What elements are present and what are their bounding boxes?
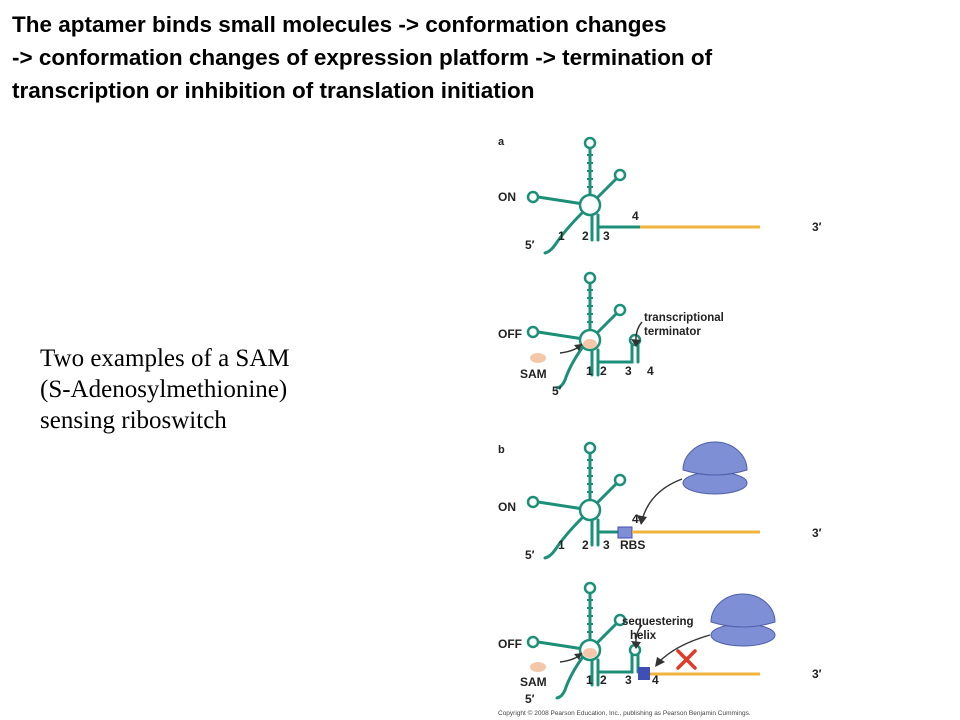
panel-b-on: b ON 5′ 3′ 1 2 3 4 RBS	[498, 441, 822, 562]
rna-strand	[543, 211, 584, 255]
heading-line-3: transcription or inhibition of translati…	[12, 78, 535, 103]
segment-3-label: 3	[625, 673, 632, 687]
three-prime-label: 3′	[812, 220, 822, 234]
heading-line-2: -> conformation changes of expression pl…	[12, 45, 713, 70]
segment-4-label: 4	[632, 512, 639, 526]
rna-loop	[526, 635, 540, 649]
segment-2-label: 2	[582, 538, 589, 552]
rna-loop	[583, 581, 597, 595]
sam-molecule-bound	[583, 648, 597, 658]
caption-line-2: (S-Adenosylmethionine)	[40, 376, 288, 403]
heading-line-1: The aptamer binds small molecules -> con…	[12, 12, 667, 37]
rna-loop	[578, 498, 602, 522]
rna-loop	[613, 613, 627, 627]
aptamer	[526, 441, 627, 560]
aptamer	[526, 136, 652, 255]
caption-line-1: Two examples of a SAM	[40, 345, 290, 372]
base-pairs	[587, 289, 593, 323]
panel-label-a: a	[498, 136, 505, 148]
ribosome	[682, 441, 748, 495]
state-label-on: ON	[498, 500, 516, 514]
segment-2-label: 2	[600, 364, 607, 378]
sam-molecule-free	[530, 662, 546, 672]
segment-3-label: 3	[603, 538, 610, 552]
sam-label: SAM	[520, 675, 547, 689]
riboswitch-figure: a ON 5′ 3′ 1 2 3 4	[498, 136, 822, 717]
copyright-notice: Copyright © 2008 Pearson Education, Inc.…	[498, 709, 751, 717]
five-prime-label: 5′	[525, 692, 535, 706]
segment-1-label: 1	[558, 229, 565, 243]
segment-1-label: 1	[586, 673, 593, 687]
five-prime-label: 5′	[525, 238, 535, 252]
rna-loop	[613, 303, 627, 317]
segment-3-label: 3	[603, 229, 610, 243]
segment-4-label: 4	[647, 364, 654, 378]
sam-label: SAM	[520, 367, 547, 381]
caption: Two examples of a SAM (S-Adenosylmethion…	[40, 343, 290, 436]
sequestering-label-line-1: sequestering	[622, 616, 694, 628]
terminator-label-line-2: terminator	[644, 326, 701, 338]
panel-label-b: b	[498, 444, 505, 456]
rna-loop	[526, 495, 540, 509]
state-label-on: ON	[498, 190, 516, 204]
ribosome	[710, 593, 776, 647]
rbs-box-sequestered	[638, 667, 650, 680]
base-pairs	[587, 154, 593, 188]
caption-line-3: sensing riboswitch	[40, 407, 227, 434]
rna-loop	[583, 271, 597, 285]
panel-a-on: a ON 5′ 3′ 1 2 3 4	[498, 136, 822, 255]
panel-a-off: OFF SAM 5′ 1 2 3 4 transcriptional termi…	[498, 271, 724, 398]
heading: The aptamer binds small molecules -> con…	[12, 8, 952, 107]
five-prime-label: 5′	[552, 384, 562, 398]
three-prime-label: 3′	[812, 526, 822, 540]
rna-strand	[555, 346, 584, 390]
state-label-off: OFF	[498, 327, 522, 341]
rbs-box	[617, 526, 633, 539]
state-label-off: OFF	[498, 637, 522, 651]
rna-loop	[613, 473, 627, 487]
rna-loop	[583, 441, 597, 455]
segment-4-label: 4	[632, 209, 639, 223]
rna-loop	[613, 168, 627, 182]
base-pairs	[587, 599, 593, 633]
rna-loop	[526, 190, 540, 204]
rna-loop	[526, 325, 540, 339]
segment-2-label: 2	[600, 673, 607, 687]
five-prime-label: 5′	[525, 548, 535, 562]
rna-strand	[555, 656, 584, 700]
terminator-label-line-1: transcriptional	[644, 312, 724, 324]
segment-1-label: 1	[586, 364, 593, 378]
rna-strand	[596, 343, 640, 364]
rbs-label: RBS	[620, 538, 645, 552]
sequestering-label-line-2: helix	[630, 630, 657, 642]
rna-strand	[596, 653, 640, 674]
base-pairs	[587, 459, 593, 493]
panel-b-off: OFF SAM 5′ 3′ 1 2 3 4 sequestering helix	[498, 581, 822, 706]
block-cross-icon	[676, 649, 697, 670]
rna-loop	[583, 136, 597, 150]
rna-strand	[543, 516, 584, 560]
sam-molecule-free	[530, 353, 546, 363]
segment-2-label: 2	[582, 229, 589, 243]
rna-loop	[578, 193, 602, 217]
segment-4-label: 4	[652, 673, 659, 687]
segment-3-label: 3	[625, 364, 632, 378]
sam-molecule-bound	[583, 339, 597, 349]
segment-1-label: 1	[558, 538, 565, 552]
three-prime-label: 3′	[812, 667, 822, 681]
